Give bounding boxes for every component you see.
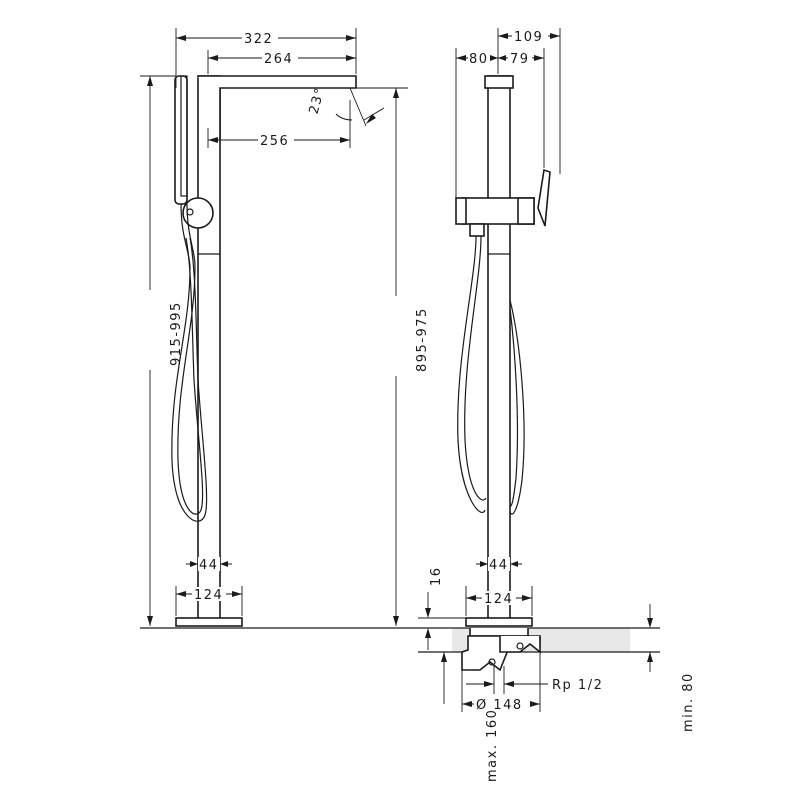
front-column bbox=[197, 75, 221, 621]
front-spout bbox=[198, 75, 357, 140]
side-hose bbox=[457, 235, 486, 513]
dim-label-895-975: 895-975 bbox=[415, 307, 430, 372]
dimension-labels: 322 264 256 23° 915-995 895-975 44 124 1… bbox=[142, 28, 696, 782]
dim-label-max-160: max. 160 bbox=[485, 709, 500, 782]
dim-label-109: 109 bbox=[514, 30, 543, 45]
dim-label-44-right: 44 bbox=[489, 558, 509, 573]
side-lever bbox=[537, 168, 551, 227]
dim-label-124-right: 124 bbox=[484, 592, 513, 607]
dim-label-min-80: min. 80 bbox=[681, 672, 696, 732]
dim-label-44-left: 44 bbox=[199, 558, 219, 573]
dim-label-264: 264 bbox=[264, 52, 293, 67]
front-mixer-handle bbox=[182, 197, 214, 229]
dim-label-angle: 23° bbox=[307, 85, 329, 115]
dim-label-16: 16 bbox=[429, 566, 444, 586]
dim-label-80: 80 bbox=[469, 52, 489, 67]
dim-label-322: 322 bbox=[244, 32, 273, 47]
dim-label-rp: Rp 1/2 bbox=[552, 678, 603, 693]
dim-label-915-995: 915-995 bbox=[169, 301, 184, 366]
front-view bbox=[171, 75, 357, 627]
floor-fitting bbox=[461, 628, 541, 672]
dim-label-256: 256 bbox=[260, 134, 289, 149]
dim-label-124-left: 124 bbox=[194, 588, 223, 603]
dim-label-148: Ø 148 bbox=[476, 698, 523, 713]
front-base-plate bbox=[175, 617, 243, 627]
side-column bbox=[487, 75, 511, 621]
side-view bbox=[455, 75, 551, 627]
dim-label-79: 79 bbox=[510, 52, 530, 67]
